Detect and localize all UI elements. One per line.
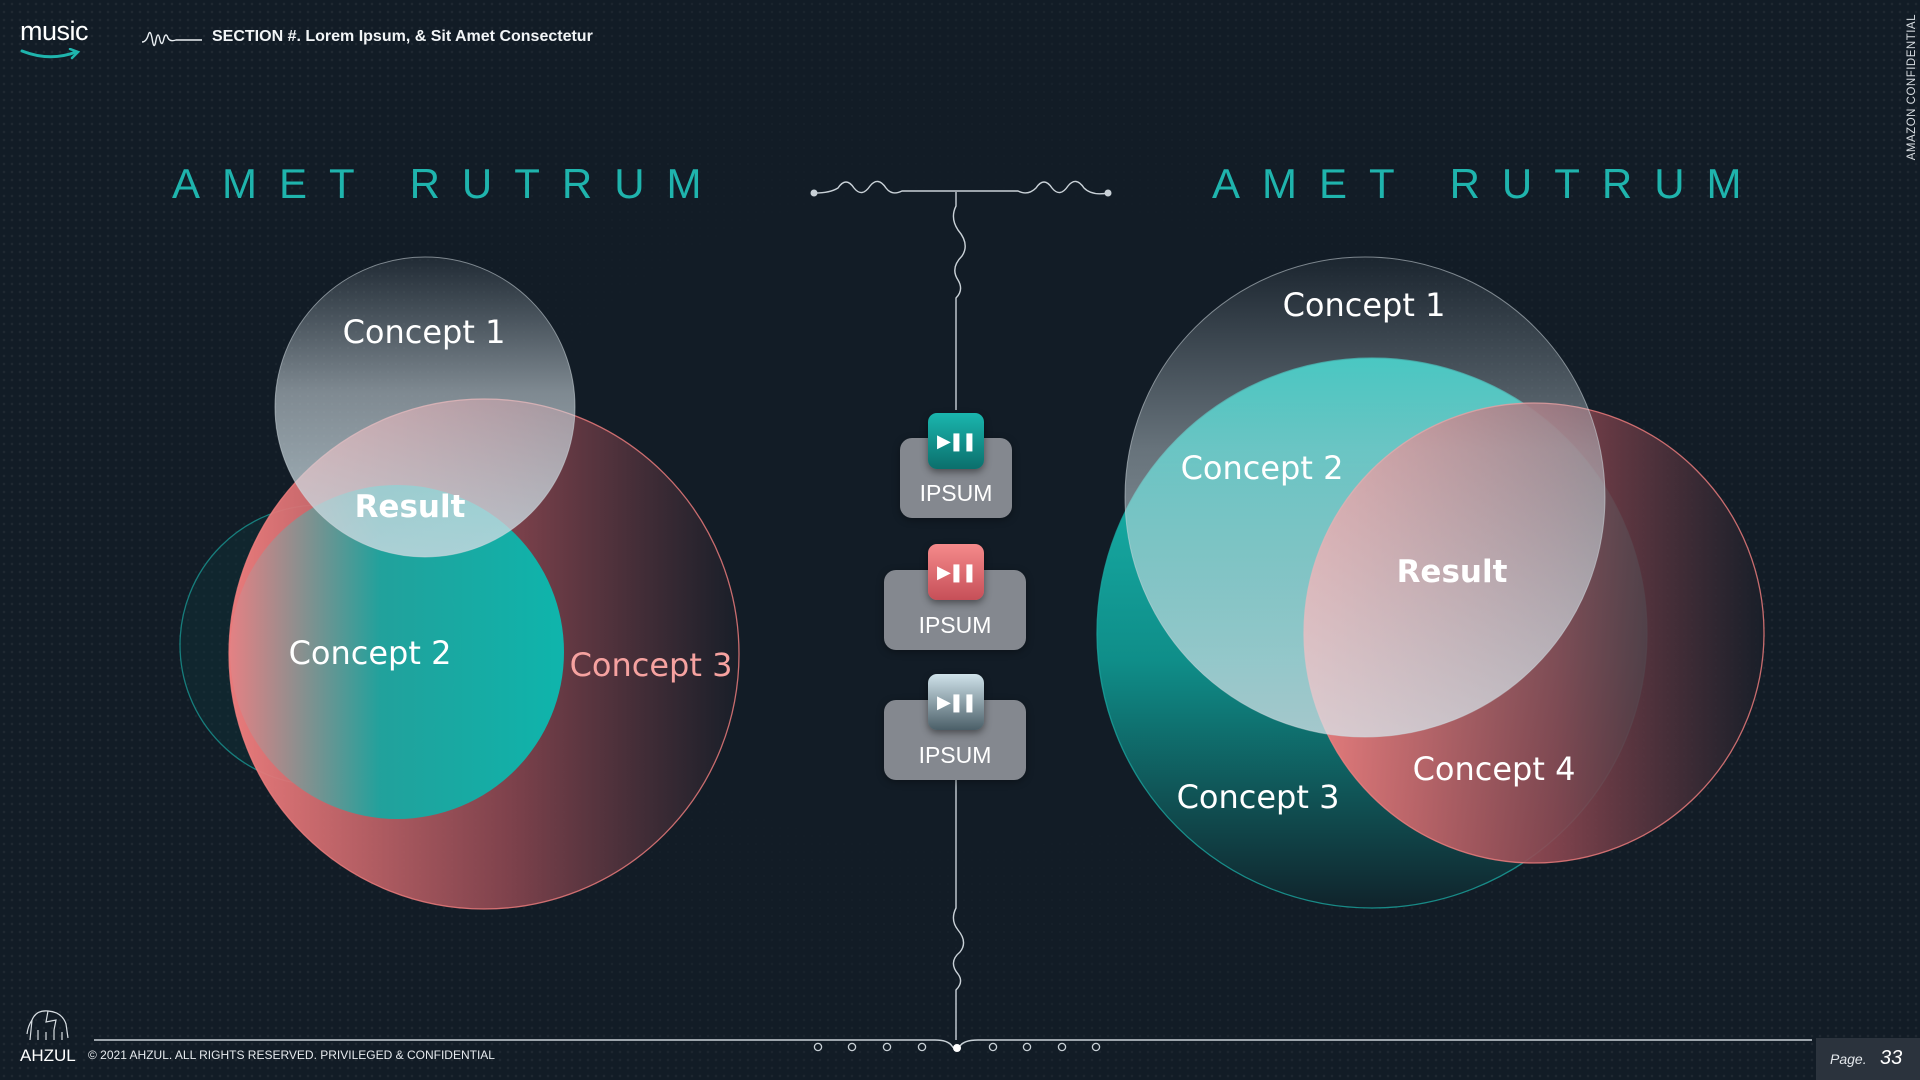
footer-dots-left (813, 1042, 927, 1052)
venn-left-label-concept3: Concept 3 (570, 646, 733, 684)
venn-left-circle-concept1 (274, 256, 576, 558)
connector-vertical-line (952, 192, 966, 410)
play-pause-button-1[interactable]: ▶❚❚ (928, 413, 984, 469)
heading-right: AMET RUTRUM (1212, 160, 1764, 207)
connector-endpoint-right (1104, 189, 1112, 197)
venn-left-label-concept2: Concept 2 (289, 634, 452, 672)
venn-left-label-result: Result (355, 489, 466, 525)
waveform-icon (141, 31, 202, 47)
smile-logo-icon (20, 48, 81, 60)
footer-center-dot (953, 1044, 961, 1052)
page-number-box (1816, 1038, 1920, 1080)
play-pause-icon: ▶❚❚ (936, 430, 977, 452)
heading-left: AMET RUTRUM (172, 160, 724, 207)
play-pause-button-3[interactable]: ▶❚❚ (928, 674, 984, 730)
venn-right-label-concept3: Concept 3 (1177, 778, 1340, 816)
ipsum-card-label: IPSUM (918, 742, 992, 768)
copyright-text: © 2021 AHZUL. ALL RIGHTS RESERVED. PRIVI… (88, 1048, 495, 1062)
venn-right-label-concept2: Concept 2 (1181, 449, 1344, 487)
section-title: SECTION #. Lorem Ipsum, & Sit Amet Conse… (212, 28, 593, 45)
venn-right-circle-concept1 (1124, 256, 1606, 738)
music-logo: music (20, 16, 89, 46)
connector-vertical-line-2 (952, 780, 965, 1040)
venn-right-label-concept4: Concept 4 (1413, 750, 1576, 788)
page-number: 33 (1880, 1047, 1903, 1069)
venn-left: Concept 1 Result Concept 2 Concept 3 (179, 256, 740, 910)
ahzul-logo-text: AHZUL (20, 1046, 76, 1065)
ipsum-card-label: IPSUM (918, 612, 992, 638)
play-pause-icon: ▶❚❚ (936, 691, 977, 713)
page-label: Page. (1830, 1051, 1867, 1067)
center-connector (94, 180, 1812, 1052)
venn-right: Concept 1 Concept 2 Result Concept 3 Con… (1096, 256, 1765, 909)
venn-left-circle-concept2 (230, 485, 564, 819)
venn-right-label-concept1: Concept 1 (1283, 286, 1446, 324)
connector-top-wave (814, 180, 1109, 195)
footer-dots-right (988, 1042, 1101, 1052)
venn-right-label-result: Result (1397, 554, 1508, 590)
venn-left-label-concept1: Concept 1 (343, 313, 506, 351)
play-pause-icon: ▶❚❚ (936, 561, 977, 583)
elephant-logo-icon (26, 1010, 69, 1041)
connector-endpoint-left (810, 189, 818, 197)
play-pause-button-2[interactable]: ▶❚❚ (928, 544, 984, 600)
ipsum-card-label: IPSUM (919, 480, 993, 506)
